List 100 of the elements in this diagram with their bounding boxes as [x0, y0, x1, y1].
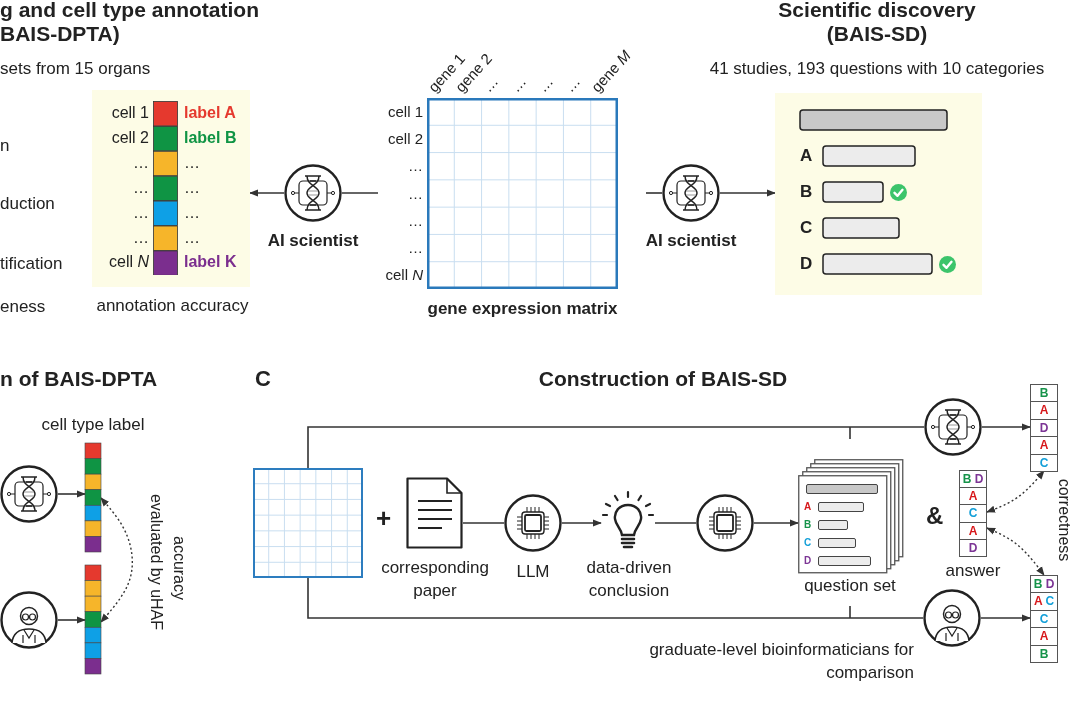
cell-type-label: label K	[184, 252, 237, 273]
cell-type-label-bar	[85, 565, 101, 674]
plus-sign: +	[376, 505, 393, 531]
arrow	[561, 519, 602, 527]
ellipsis: …	[184, 177, 200, 198]
cell-name: …	[132, 227, 149, 248]
option-letter: A	[804, 501, 812, 513]
panel-title: (BAIS-SD)	[825, 21, 929, 47]
gene-label: …	[533, 72, 557, 96]
arrow	[981, 423, 1031, 431]
list-item: duction	[0, 193, 56, 215]
list-item: n	[0, 135, 11, 157]
option-letter: D	[804, 555, 812, 567]
dotted-double-arrow	[100, 497, 134, 623]
answer-cell: B	[1030, 384, 1058, 403]
cell-name: …	[132, 202, 149, 223]
answer-cell: A	[1030, 436, 1058, 455]
dna-icon	[924, 398, 982, 456]
matrix-grid	[253, 468, 363, 578]
answer-cell: A	[1030, 627, 1058, 646]
person-icon	[923, 589, 981, 647]
cell-type-label: label A	[184, 103, 236, 123]
ellipsis: …	[184, 152, 200, 173]
cell-name: …	[407, 239, 423, 258]
connector-line	[307, 577, 924, 619]
panel-title: Scientific discovery	[777, 0, 977, 23]
node-label: AI scientist	[266, 230, 360, 252]
node-label: annotation accuracy	[95, 295, 250, 317]
option-letter: B	[800, 182, 813, 202]
panel-title: BAIS-DPTA)	[0, 21, 121, 47]
document-icon	[406, 477, 463, 549]
person-icon	[0, 591, 58, 649]
panel-title: g and cell type annotation	[0, 0, 261, 23]
answer-cell: A	[1030, 401, 1058, 420]
panel-letter: C	[255, 366, 272, 392]
answer-cell: C	[959, 504, 987, 523]
panel-title: Construction of BAIS-SD	[537, 366, 789, 392]
annotation-panel	[92, 90, 250, 287]
column-heading: cell type label	[40, 414, 146, 436]
dotted-double-arrow	[986, 470, 1045, 513]
cell-name: …	[407, 184, 423, 203]
cell-name: cell 1	[386, 102, 423, 121]
panel-title: n of BAIS-DPTA	[0, 366, 159, 392]
cell-name: …	[132, 152, 149, 173]
dna-icon	[0, 465, 58, 523]
option-letter: B	[804, 519, 812, 531]
subtitle: sets from 15 organs	[0, 58, 152, 80]
list-item: eness	[0, 296, 47, 318]
node-label: AI scientist	[644, 230, 738, 252]
arrow	[980, 614, 1031, 622]
option-letter: C	[800, 218, 813, 238]
chip-icon	[696, 494, 754, 552]
option-letter: C	[804, 537, 812, 549]
answer-cell: A C	[1030, 592, 1058, 611]
cell-name: cell N	[384, 266, 423, 285]
ellipsis: …	[184, 202, 200, 223]
gene-label: …	[506, 72, 530, 96]
answer-cell: B D	[959, 470, 987, 489]
cell-type-label-bar	[85, 443, 101, 552]
connector-line	[654, 522, 697, 524]
connector-line	[645, 192, 663, 194]
dna-icon	[284, 164, 342, 222]
chip-icon	[504, 494, 562, 552]
node-label: question set	[803, 575, 897, 597]
ellipsis: …	[184, 227, 200, 248]
gene-label: …	[478, 72, 503, 96]
node-label: gene expression matrix	[426, 298, 619, 320]
edge-label: accuracy evaluated by uHAF	[147, 492, 189, 633]
option-letter: D	[800, 254, 813, 274]
axis-note: correctness	[1055, 477, 1073, 564]
cell-type-label: label B	[184, 127, 237, 148]
node-label: graduate-level bioinformaticians for comparison	[648, 639, 914, 684]
node-label: corresponding paper	[380, 557, 490, 602]
node-label: answer	[944, 560, 1002, 582]
ampersand: &	[926, 503, 945, 529]
arrow	[753, 519, 799, 527]
arrow	[57, 616, 86, 624]
arrow	[719, 189, 776, 197]
question-card	[775, 93, 982, 295]
connector-line	[462, 522, 505, 524]
node-label: data-driven conclusion	[585, 557, 673, 602]
cell-name: …	[407, 157, 423, 176]
cell-name: …	[407, 211, 423, 230]
arrow	[57, 490, 86, 498]
answer-cell: A	[959, 487, 987, 506]
dotted-double-arrow	[986, 527, 1045, 576]
cell-name: cell 2	[386, 129, 423, 148]
connector-line	[341, 192, 379, 194]
connector-line	[307, 426, 925, 469]
cell-name: cell 2	[110, 127, 149, 148]
cell-name: …	[132, 177, 149, 198]
list-item: tification	[0, 253, 64, 275]
cell-name: cell 1	[110, 103, 149, 123]
answer-cell: B D	[1030, 575, 1058, 594]
node-label: LLM	[515, 561, 551, 583]
dna-icon	[662, 164, 720, 222]
arrow	[249, 189, 285, 197]
gene-label: …	[560, 72, 585, 96]
cell-name: cell N	[108, 252, 149, 273]
subtitle: 41 studies, 193 questions with 10 categories	[708, 58, 1046, 80]
